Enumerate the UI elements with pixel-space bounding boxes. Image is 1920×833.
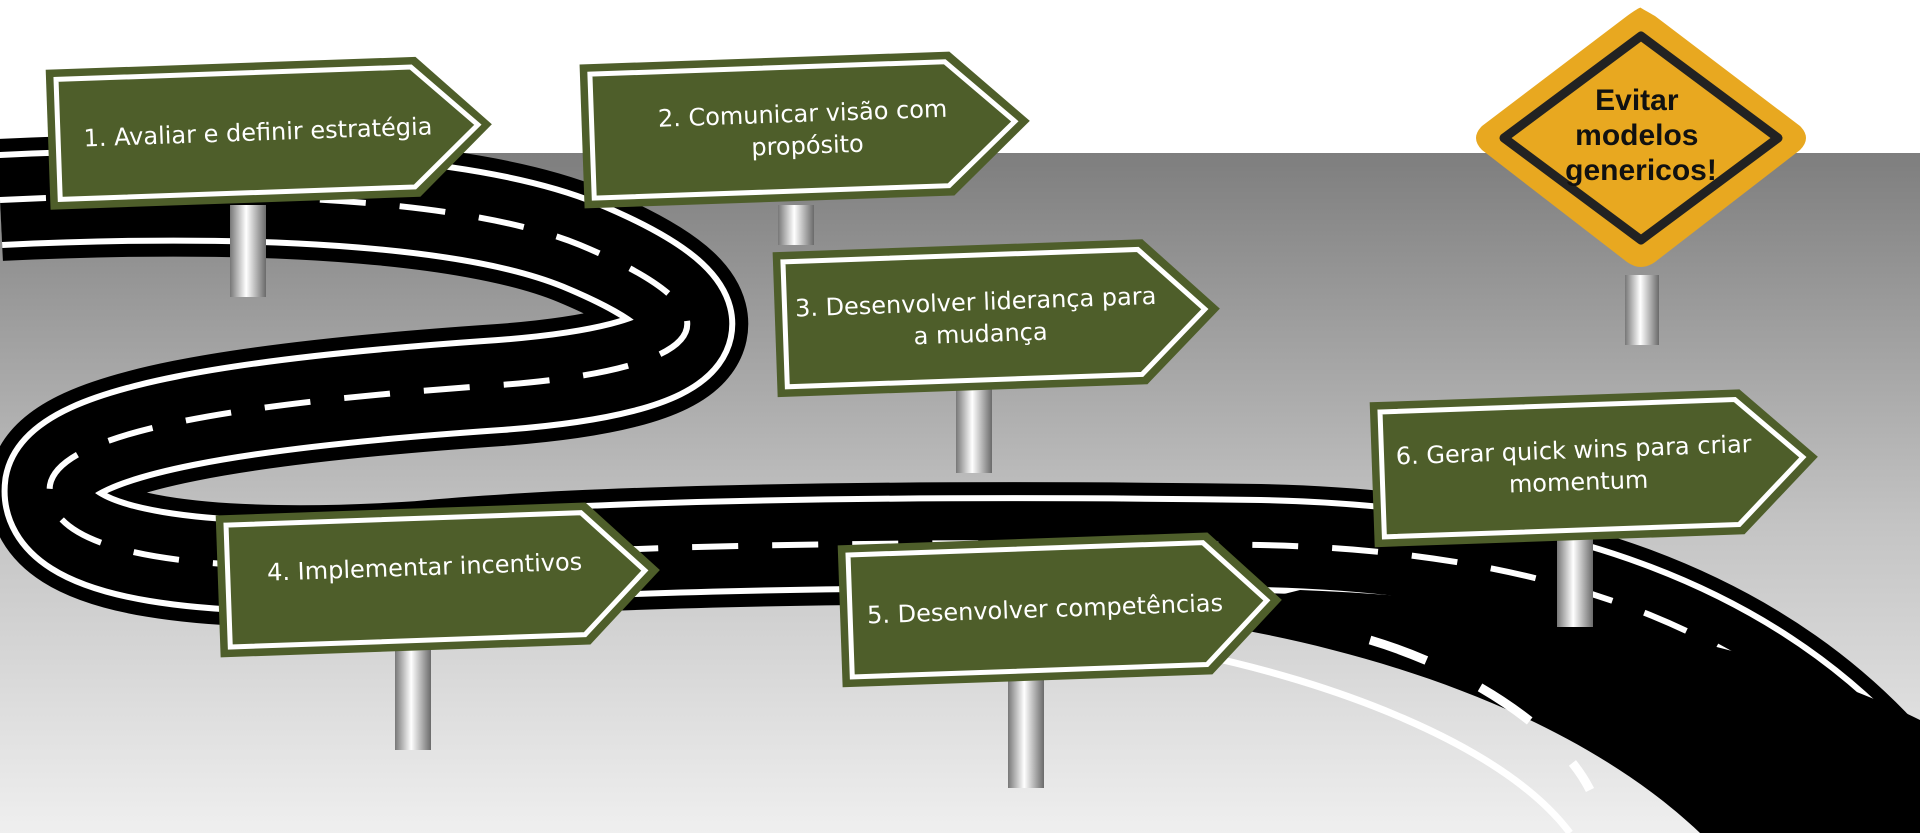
sign-3: 3. Desenvolver liderança para a mudança bbox=[772, 239, 1220, 398]
sign-5: 5. Desenvolver competências bbox=[837, 532, 1282, 688]
warning-line-3: genericos! bbox=[1565, 154, 1717, 187]
svg-text:Evitar modelos gen: Evitar modelos genericos! bbox=[1565, 84, 1717, 187]
warning-line-2: modelos bbox=[1575, 119, 1698, 152]
sign-3-line-2: a mudança bbox=[913, 318, 1048, 351]
sign-2-line-2: propósito bbox=[751, 130, 864, 162]
sign-poles bbox=[230, 205, 1659, 788]
sign-4: 4. Implementar incentivos bbox=[215, 502, 660, 658]
warning-line-1: Evitar bbox=[1595, 84, 1679, 117]
sign-1: 1. Avaliar e definir estratégia bbox=[45, 56, 492, 210]
sign-2: 2. Comunicar visão com propósito bbox=[579, 51, 1030, 209]
sign-6: 6. Gerar quick wins para criar momentum bbox=[1369, 389, 1818, 548]
winding-road bbox=[0, 134, 1920, 833]
warning-sign: Evitar modelos genericos! bbox=[1476, 7, 1806, 268]
sign-6-line-2: momentum bbox=[1508, 466, 1648, 499]
